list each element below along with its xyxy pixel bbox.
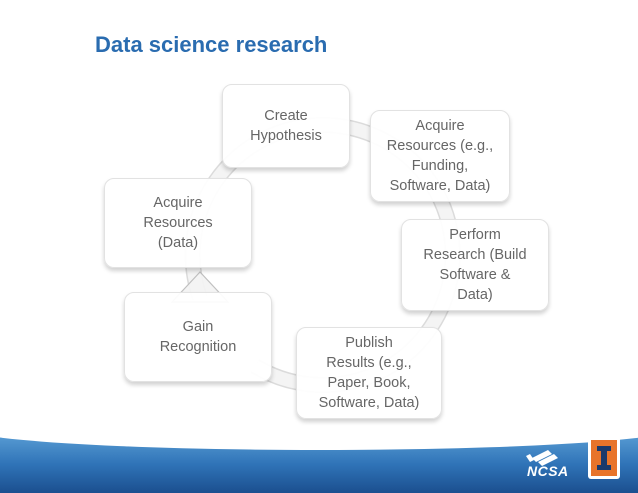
node-create-hypothesis: Create Hypothesis [222,84,350,168]
node-label: Acquire Resources (e.g., Funding, Softwa… [386,118,494,194]
node-acquire-resources-data: Acquire Resources (Data) [104,178,252,268]
node-gain-recognition: Gain Recognition [124,292,272,382]
node-label: Perform Research (Build Software & Data) [423,227,527,303]
node-label: Publish Results (e.g., Paper, Book, Soft… [318,335,420,411]
footer-swoosh [0,430,638,450]
node-acquire-resources-funding: Acquire Resources (e.g., Funding, Softwa… [370,110,510,202]
ncsa-logo [526,450,558,466]
node-publish-results: Publish Results (e.g., Paper, Book, Soft… [296,327,442,419]
slide-title: Data science research [95,32,328,57]
node-label: Acquire Resources (Data) [143,195,213,251]
footer-band [0,430,638,493]
node-label: Create Hypothesis [250,108,322,144]
node-label: Gain Recognition [159,319,237,355]
ncsa-logo-text: NCSA [527,463,569,479]
node-perform-research: Perform Research (Build Software & Data) [401,219,549,311]
illinois-logo [588,437,620,479]
